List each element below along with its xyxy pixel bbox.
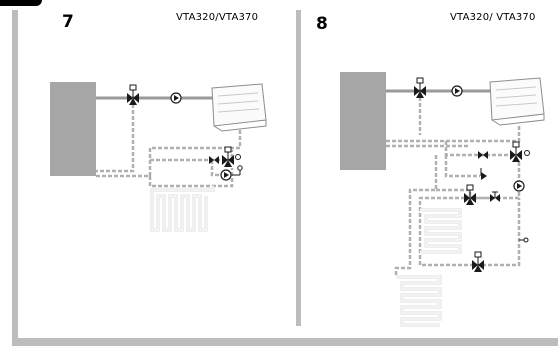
circulation-pump-icon [220,169,232,181]
sensor-icon [524,150,530,156]
panel-divider [296,10,301,326]
corner-tab [0,0,42,6]
storage-tank [340,72,386,170]
expansion-vessel-icon [519,237,529,243]
storage-tank [50,82,96,176]
expansion-vessel-icon [232,165,243,176]
two-way-valve-icon [478,151,488,159]
circulation-pump-icon [513,180,525,192]
mixing-valve-icon [509,141,523,163]
three-way-valve-icon [413,77,427,99]
panel-8-diagram [340,72,545,327]
pump-icon [170,92,182,104]
panel-7-diagram [50,82,267,232]
return-pipes [96,104,242,188]
panel-8-model: VTA320/ VTA370 [450,12,536,23]
pump-icon [451,85,463,97]
fan-coil-icon [211,83,267,132]
check-valve-icon [480,168,487,180]
frame-bottom-bar [12,338,558,346]
three-way-valve-icon [126,84,140,106]
frame-left-bar [12,10,18,344]
sensor-icon [235,154,241,160]
fan-coil-icon [489,77,545,126]
panel-7-number: 7 [62,12,74,32]
panel-8-number: 8 [316,14,328,34]
zone-valve-icon [463,184,477,206]
zone-valve-icon [471,251,485,273]
two-way-valve-icon [209,156,219,164]
panel-7-model: VTA320/VTA370 [176,12,259,23]
